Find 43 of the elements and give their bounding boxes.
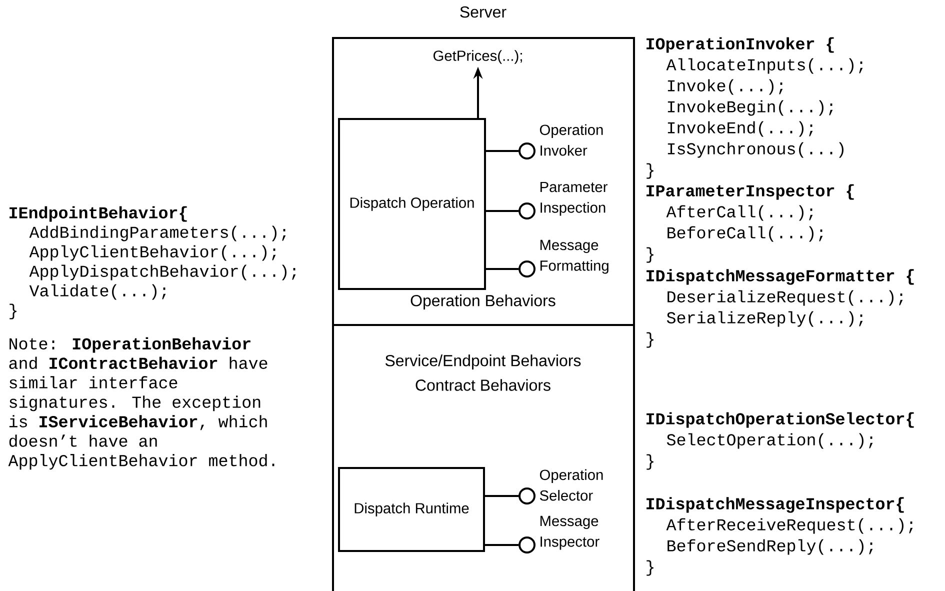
code-line: AllocateInputs(...); <box>666 58 863 74</box>
code-line: IParameterInspector { <box>646 184 854 200</box>
code-line: } <box>646 247 654 263</box>
code-line: IDispatchOperationSelector{ <box>646 412 914 428</box>
code-line: InvokeEnd(...); <box>668 121 813 137</box>
component-box: Dispatch Runtime <box>338 467 485 552</box>
code-line: } <box>10 304 16 320</box>
interface-label: Operation Invoker <box>540 124 603 156</box>
connector <box>486 268 518 270</box>
code-line: DeserializeRequest(...); <box>668 290 903 306</box>
code-line: AfterCall(...); <box>666 205 813 221</box>
code-line: ApplyDispatchBehavior(...); <box>29 264 296 280</box>
connector <box>485 495 518 497</box>
connector <box>486 150 518 152</box>
interface-label: Message Inspector <box>540 516 600 550</box>
code-line: IOperationInvoker { <box>646 37 834 53</box>
code-line: BeforeCall(...); <box>668 226 823 242</box>
code-line: } <box>646 163 654 179</box>
code-line: SelectOperation(...); <box>666 433 873 449</box>
code-line: InvokeBegin(...); <box>668 100 833 116</box>
code-line: SerializeReply(...); <box>666 311 863 327</box>
component-box: Dispatch Operation <box>338 118 486 290</box>
code-line: Validate(...); <box>29 284 166 300</box>
code-line: } <box>646 332 654 348</box>
code-line: ApplyClientBehavior(...); <box>29 245 276 261</box>
interface-label: Message Formatting <box>540 240 608 274</box>
code-line: } <box>646 454 654 470</box>
interface-label: Operation Selector <box>540 469 603 501</box>
code-line: IEndpointBehavior{ <box>10 206 187 222</box>
method-call: GetPrices(...); <box>434 50 522 64</box>
connector <box>486 210 518 212</box>
code-line: IDispatchMessageFormatter { <box>646 269 914 285</box>
code-line: BeforeSendReply(...); <box>668 539 873 555</box>
code-line: IDispatchMessageInspector{ <box>646 497 904 513</box>
connector <box>485 544 518 546</box>
code-line: AddBindingParameters(...); <box>29 226 286 242</box>
node-label: Server <box>460 6 506 18</box>
interface-label: Parameter Inspection <box>540 182 608 216</box>
code-line: IsSynchronous(...) <box>668 142 844 158</box>
code-line: AfterReceiveRequest(...); <box>666 518 913 534</box>
code-line: Invoke(...); <box>668 79 783 95</box>
code-line: } <box>646 560 654 576</box>
note-text: Note: IOperationBehavior and IContractBehavior have similar interface signatures. The exception is IServiceBehavior, which doesn’t have an ApplyClientBehavior method. <box>8 337 274 470</box>
